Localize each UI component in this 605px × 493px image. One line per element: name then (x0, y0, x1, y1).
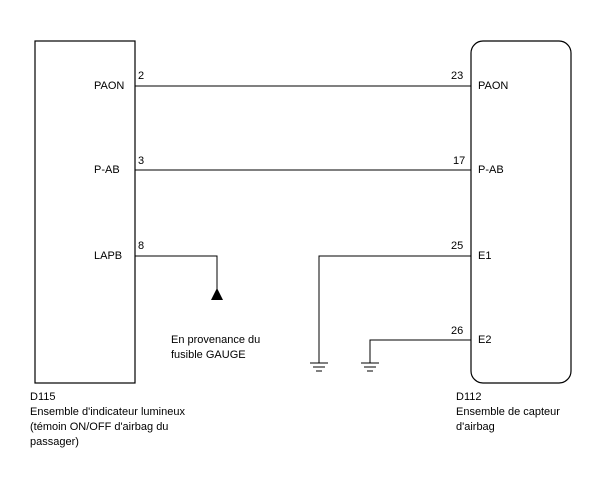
terminal-name-p-ab-right: P-AB (478, 164, 504, 176)
pin-number-23: 23 (451, 70, 464, 82)
source-note-line2: fusible GAUGE (171, 349, 246, 361)
terminal-name-e1: E1 (478, 250, 492, 262)
component-d115-code: D115 (30, 391, 56, 403)
pin-number-25: 25 (451, 240, 464, 252)
component-d112-desc-line1: Ensemble de capteur (456, 406, 560, 418)
source-arrow-icon (211, 288, 223, 300)
pin-number-26: 26 (451, 325, 464, 337)
terminal-name-e2: E2 (478, 334, 492, 346)
component-d115-desc-line2: (témoin ON/OFF d'airbag du (30, 421, 169, 433)
ground-icon (361, 362, 379, 372)
pin-number-17: 17 (453, 155, 466, 167)
component-d112-code: D112 (456, 391, 482, 403)
source-note-line1: En provenance du (171, 334, 261, 346)
terminal-name-paon-left: PAON (94, 80, 125, 92)
wire-e2 (369, 339, 471, 363)
ground-icon (310, 362, 328, 372)
terminal-name-paon-right: PAON (478, 80, 509, 92)
wire-e1 (318, 255, 471, 363)
component-d115-desc-line1: Ensemble d'indicateur lumineux (30, 406, 185, 418)
source-note: En provenance du fusible GAUGE (171, 333, 260, 363)
component-d112-caption: D112 Ensemble de capteur d'airbag (456, 390, 560, 435)
component-d112-box (470, 40, 572, 384)
terminal-name-p-ab-left: P-AB (94, 164, 120, 176)
wire-lapb (135, 255, 218, 290)
component-d115-desc-line3: passager) (30, 436, 79, 448)
component-d115-caption: D115 Ensemble d'indicateur lumineux (tém… (30, 390, 185, 450)
component-d115-box (34, 40, 136, 384)
pin-number-2: 2 (138, 70, 145, 82)
pin-number-3: 3 (138, 155, 145, 167)
component-d112-desc-line2: d'airbag (456, 421, 495, 433)
terminal-name-lapb: LAPB (94, 250, 123, 262)
pin-number-8: 8 (138, 240, 145, 252)
